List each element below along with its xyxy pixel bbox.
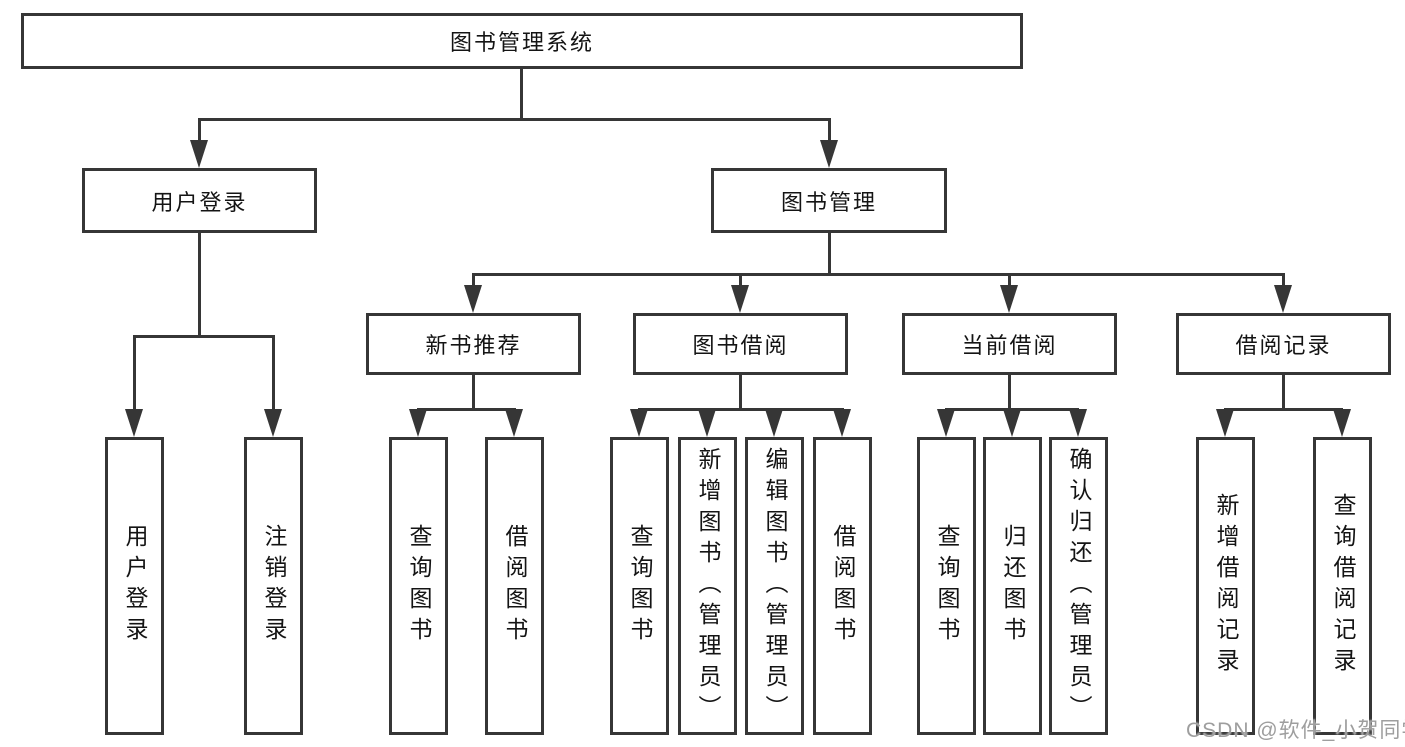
arrow-down-icon xyxy=(765,409,783,437)
node-book-borrow: 图书借阅 xyxy=(633,313,848,375)
connector-line xyxy=(1008,273,1011,287)
arrow-down-icon xyxy=(731,285,749,313)
arrow-down-icon xyxy=(264,409,282,437)
leaf-query-books-borrow-label: 查询图书 xyxy=(627,524,653,648)
connector-line xyxy=(1224,408,1343,411)
node-root-label: 图书管理系统 xyxy=(449,30,594,55)
arrow-down-icon xyxy=(820,140,838,168)
leaf-query-books-current: 查询图书 xyxy=(917,437,976,735)
leaf-add-borrow-record: 新增借阅记录 xyxy=(1196,437,1255,735)
connector-line xyxy=(828,118,831,146)
arrow-down-icon xyxy=(1003,409,1021,437)
connector-line xyxy=(1008,375,1011,408)
connector-line xyxy=(198,118,201,146)
arrow-down-icon xyxy=(630,409,648,437)
leaf-query-borrow-record: 查询借阅记录 xyxy=(1313,437,1372,735)
connector-line xyxy=(473,273,1284,276)
leaf-borrow-books-recommend-label: 借阅图书 xyxy=(502,524,528,648)
leaf-confirm-return-admin: 确认归还（管理员） xyxy=(1049,437,1108,735)
node-user-login: 用户登录 xyxy=(82,168,317,233)
node-new-book-recommend-label: 新书推荐 xyxy=(425,333,522,358)
connector-line xyxy=(198,118,831,121)
connector-line xyxy=(198,233,201,335)
arrow-down-icon xyxy=(505,409,523,437)
connector-line xyxy=(417,408,516,411)
leaf-query-books-recommend-label: 查询图书 xyxy=(406,524,432,648)
node-current-borrow-label: 当前借阅 xyxy=(961,333,1058,358)
arrow-down-icon xyxy=(1333,409,1351,437)
leaf-edit-books-admin: 编辑图书（管理员） xyxy=(745,437,804,735)
leaf-add-borrow-record-label: 新增借阅记录 xyxy=(1213,493,1239,679)
arrow-down-icon xyxy=(1216,409,1234,437)
connector-line xyxy=(1282,273,1285,287)
connector-line xyxy=(472,375,475,408)
connector-line xyxy=(133,335,136,413)
leaf-query-books-borrow: 查询图书 xyxy=(610,437,669,735)
leaf-query-books-current-label: 查询图书 xyxy=(934,524,960,648)
leaf-borrow-books: 借阅图书 xyxy=(813,437,872,735)
connector-line xyxy=(828,233,831,273)
leaf-confirm-return-admin-label: 确认归还（管理员） xyxy=(1066,446,1092,726)
node-borrow-records: 借阅记录 xyxy=(1176,313,1391,375)
node-book-management: 图书管理 xyxy=(711,168,947,233)
leaf-borrow-books-recommend: 借阅图书 xyxy=(485,437,544,735)
arrow-down-icon xyxy=(464,285,482,313)
watermark: CSDN @软件_小贺同学 xyxy=(1186,719,1405,742)
leaf-add-books-admin-label: 新增图书（管理员） xyxy=(695,446,721,726)
connector-line xyxy=(133,335,275,338)
node-root: 图书管理系统 xyxy=(21,13,1023,69)
arrow-down-icon xyxy=(937,409,955,437)
arrow-down-icon xyxy=(1274,285,1292,313)
node-book-borrow-label: 图书借阅 xyxy=(692,333,789,358)
node-book-management-label: 图书管理 xyxy=(780,189,877,215)
connector-line xyxy=(520,68,523,118)
node-current-borrow: 当前借阅 xyxy=(902,313,1117,375)
arrow-down-icon xyxy=(409,409,427,437)
connector-line xyxy=(272,335,275,413)
arrow-down-icon xyxy=(698,409,716,437)
arrow-down-icon xyxy=(1069,409,1087,437)
leaf-logout-label: 注销登录 xyxy=(261,524,287,648)
leaf-user-login-label: 用户登录 xyxy=(122,524,148,648)
leaf-logout: 注销登录 xyxy=(244,437,303,735)
leaf-query-borrow-record-label: 查询借阅记录 xyxy=(1330,493,1356,679)
node-user-login-label: 用户登录 xyxy=(151,189,248,215)
leaf-add-books-admin: 新增图书（管理员） xyxy=(678,437,737,735)
leaf-query-books-recommend: 查询图书 xyxy=(389,437,448,735)
arrow-down-icon xyxy=(1000,285,1018,313)
node-borrow-records-label: 借阅记录 xyxy=(1235,333,1332,358)
arrow-down-icon xyxy=(190,140,208,168)
connector-line xyxy=(739,375,742,408)
leaf-return-books-label: 归还图书 xyxy=(1000,524,1026,648)
arrow-down-icon xyxy=(833,409,851,437)
leaf-return-books: 归还图书 xyxy=(983,437,1042,735)
node-new-book-recommend: 新书推荐 xyxy=(366,313,581,375)
leaf-user-login: 用户登录 xyxy=(105,437,164,735)
connector-line xyxy=(472,273,475,287)
connector-line xyxy=(638,408,844,411)
connector-line xyxy=(739,273,742,287)
leaf-edit-books-admin-label: 编辑图书（管理员） xyxy=(762,446,788,726)
connector-line xyxy=(1282,375,1285,408)
arrow-down-icon xyxy=(125,409,143,437)
leaf-borrow-books-label: 借阅图书 xyxy=(830,524,856,648)
